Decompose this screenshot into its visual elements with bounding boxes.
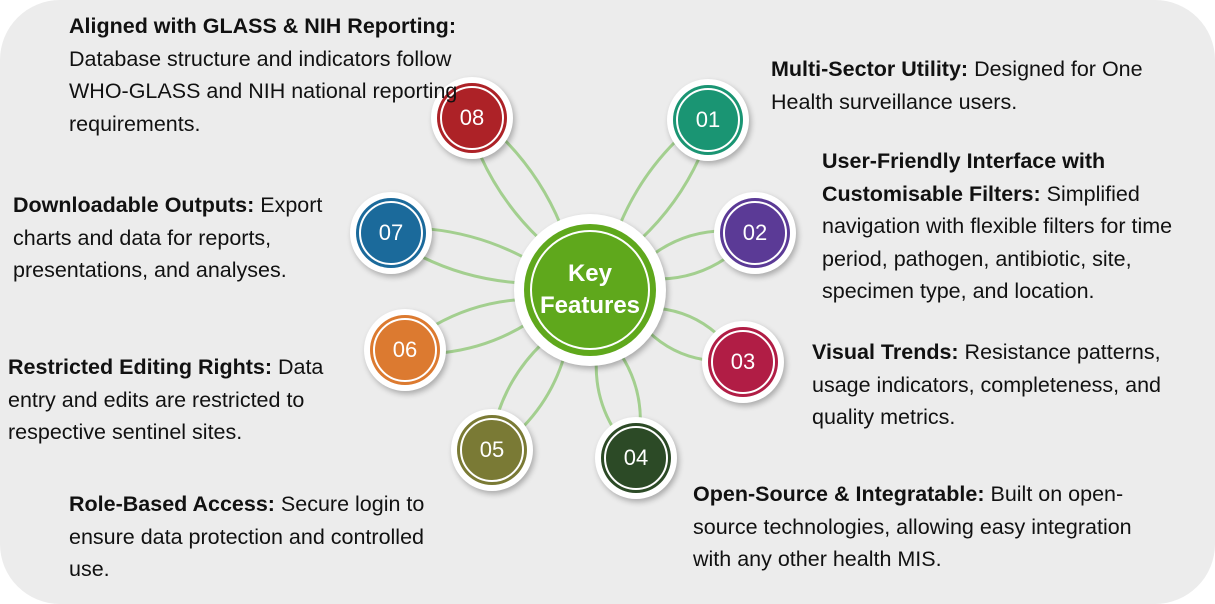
hub-label-line1: Key — [567, 260, 612, 287]
feature-text-02: User-Friendly Interface with Customisabl… — [822, 145, 1212, 308]
connector-line — [478, 154, 542, 241]
feature-description: Export charts and data for reports, pres… — [13, 193, 323, 282]
connector-line — [502, 138, 563, 227]
connector-line — [650, 229, 718, 257]
feature-node-ring — [460, 418, 524, 482]
key-features-hub: Key Features — [514, 214, 666, 366]
feature-text-04: Open-Source & Integratable: Built on ope… — [693, 478, 1133, 576]
hub-fill: Key Features — [524, 224, 656, 356]
connector-line — [619, 352, 642, 421]
feature-number: 06 — [392, 337, 418, 362]
connector-line — [646, 329, 706, 362]
connector-line — [618, 139, 678, 227]
feature-node-07: 07 — [350, 192, 432, 274]
feature-description: Resistance patterns, usage indicators, c… — [812, 340, 1161, 429]
feature-node-ring — [440, 86, 504, 150]
feature-node-06: 06 — [364, 309, 446, 391]
feature-node-fill: 01 — [673, 85, 743, 155]
connector-line — [428, 227, 528, 261]
feature-title: User-Friendly Interface with Customisabl… — [822, 149, 1106, 206]
feature-node-fill: 03 — [708, 327, 778, 397]
connector-line — [497, 341, 545, 414]
feature-node-ring — [676, 88, 740, 152]
feature-description: Database structure and indicators follow… — [69, 46, 458, 136]
feature-node-fill: 06 — [370, 315, 440, 385]
feature-title: Aligned with GLASS & NIH Reporting: — [69, 14, 456, 38]
feature-node-ring — [723, 201, 787, 265]
hub-label: Key Features — [540, 258, 640, 322]
connector-line — [420, 255, 521, 285]
feature-node-04: 04 — [595, 417, 677, 499]
feature-title: Role-Based Access: — [69, 492, 275, 516]
feature-node-fill: 02 — [720, 198, 790, 268]
feature-node-fill: 07 — [356, 198, 426, 268]
feature-text-08: Aligned with GLASS & NIH Reporting: Data… — [69, 10, 459, 140]
feature-number: 05 — [479, 437, 505, 462]
hub-label-line2: Features — [539, 292, 641, 319]
feature-title: Downloadable Outputs: — [13, 193, 255, 217]
feature-number: 03 — [730, 349, 756, 374]
feature-node-fill: 08 — [437, 83, 507, 153]
feature-title: Restricted Editing Rights: — [8, 355, 272, 379]
feature-number: 08 — [459, 105, 485, 130]
feature-number: 07 — [378, 220, 404, 245]
feature-node-fill: 04 — [601, 423, 671, 493]
feature-node-01: 01 — [667, 79, 749, 161]
feature-title: Visual Trends: — [812, 340, 959, 364]
feature-node-ring — [604, 426, 668, 490]
feature-node-03: 03 — [702, 321, 784, 403]
connector-line — [594, 359, 615, 429]
feature-node-ring — [373, 318, 437, 382]
connector-line — [638, 156, 701, 242]
feature-node-fill: 05 — [457, 415, 527, 485]
feature-description: Built on open-source technologies, allow… — [693, 482, 1132, 571]
feature-description: Secure login to ensure data protection a… — [69, 492, 425, 581]
connector-line — [442, 322, 529, 355]
feature-text-01: Multi-Sector Utility: Designed for One H… — [771, 53, 1201, 118]
feature-text-05: Role-Based Access: Secure login to ensur… — [69, 488, 464, 586]
connector-line — [657, 306, 719, 336]
feature-node-02: 02 — [714, 192, 796, 274]
feature-number: 02 — [742, 220, 768, 245]
connector-line — [521, 354, 566, 429]
feature-number: 04 — [623, 445, 649, 470]
feature-title: Multi-Sector Utility: — [771, 57, 969, 81]
feature-text-03: Visual Trends: Resistance patterns, usag… — [812, 336, 1212, 434]
feature-number: 01 — [695, 107, 721, 132]
hub-ring — [530, 230, 650, 350]
feature-node-ring — [711, 330, 775, 394]
feature-text-07: Downloadable Outputs: Export charts and … — [13, 189, 333, 287]
feature-title: Open-Source & Integratable: — [693, 482, 985, 506]
feature-node-ring — [359, 201, 423, 265]
feature-description: Designed for One Health surveillance use… — [771, 57, 1143, 114]
connector-line — [433, 298, 522, 327]
feature-node-05: 05 — [451, 409, 533, 491]
connector-line — [658, 256, 728, 281]
feature-description: Simplified navigation with flexible filt… — [822, 181, 1173, 304]
feature-text-06: Restricted Editing Rights: Data entry an… — [8, 351, 368, 449]
feature-description: Data entry and edits are restricted to r… — [8, 355, 324, 444]
feature-node-08: 08 — [431, 77, 513, 159]
